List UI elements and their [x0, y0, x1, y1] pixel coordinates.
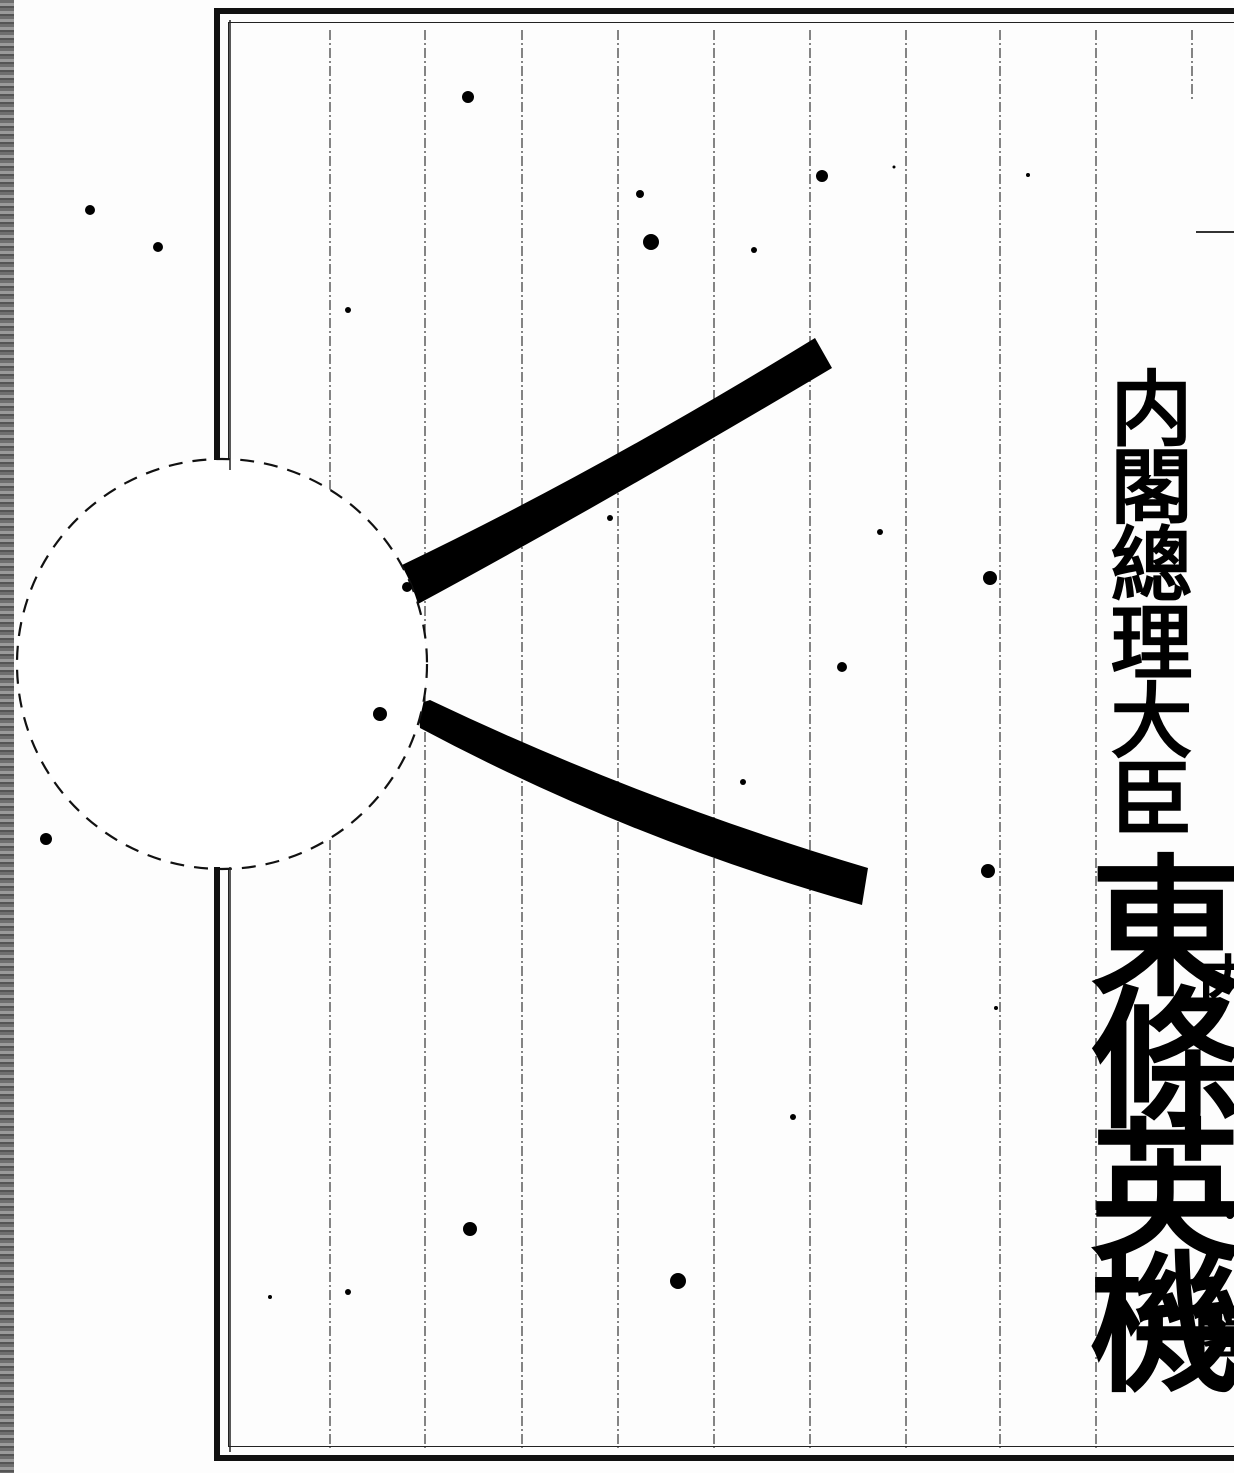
- upper-brush-stroke: [402, 338, 832, 604]
- lower-brush-stroke: [418, 700, 868, 905]
- signature-column: 東條英機: [1064, 848, 1234, 1376]
- binding-edge: [0, 0, 14, 1473]
- margin-note-1: 内: [1198, 950, 1234, 1020]
- title-column: 内閣總理大臣: [1096, 366, 1192, 834]
- scan-specks: [40, 91, 1234, 1299]
- margin-note-2: 閣: [1194, 1300, 1234, 1370]
- seal-cutout: [15, 457, 429, 871]
